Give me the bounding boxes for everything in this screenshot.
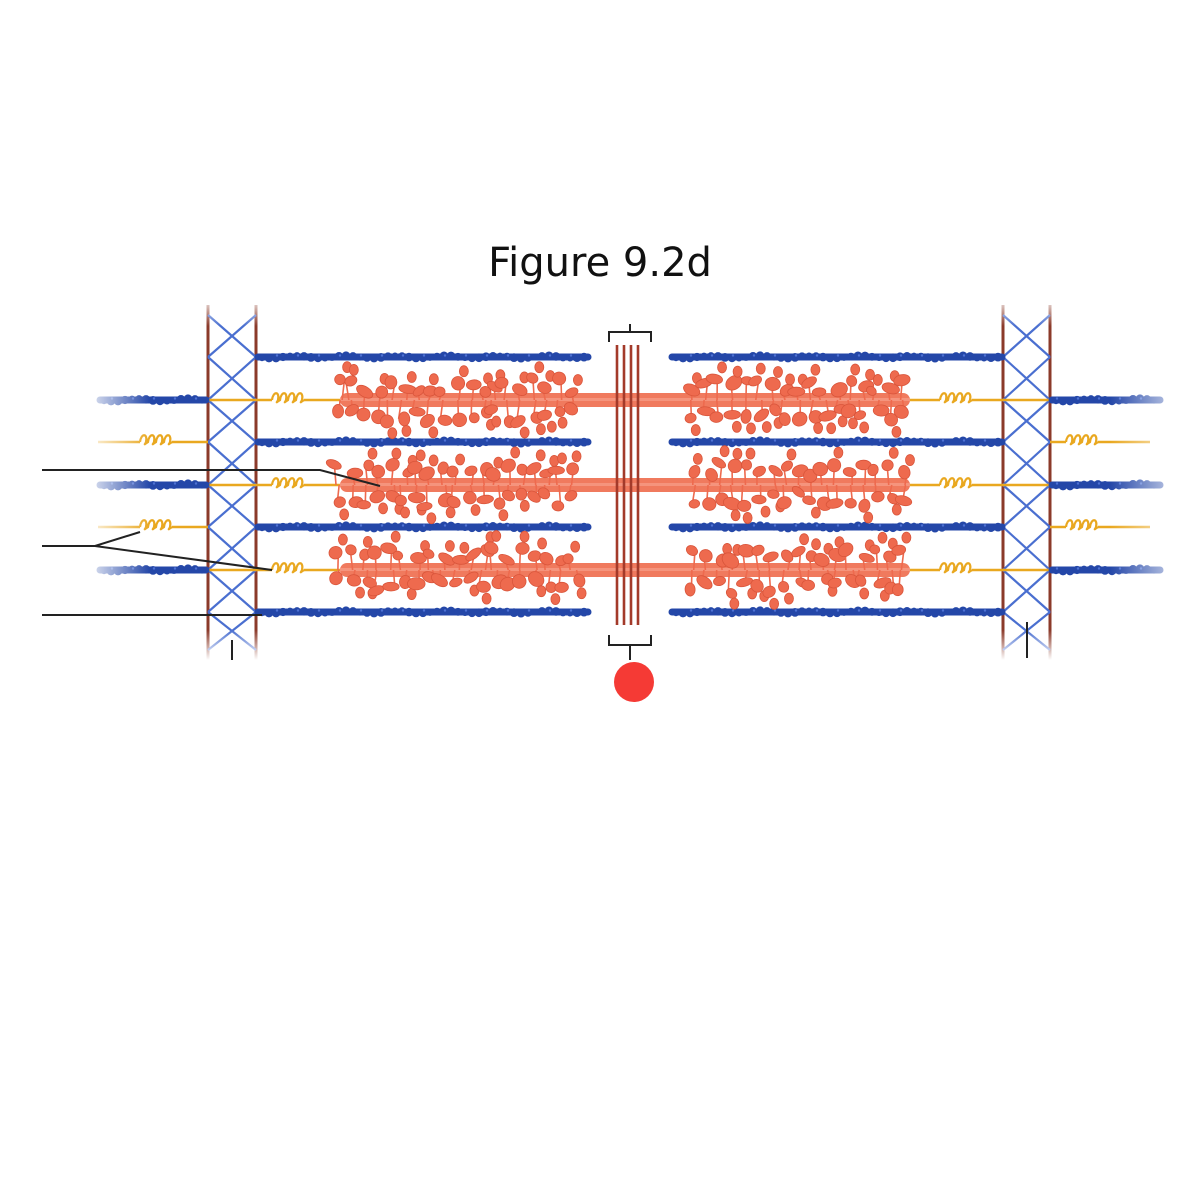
z-disc (1001, 305, 1052, 660)
thick-filament (325, 445, 915, 525)
titin-group (98, 392, 1150, 574)
thick-filament (328, 530, 912, 610)
titin (905, 562, 1050, 574)
thick-filament-group (325, 361, 915, 610)
thin-filament (254, 351, 592, 363)
edge-fade (80, 296, 1200, 660)
leader-line-group (42, 469, 1028, 660)
thin-filament (668, 606, 1006, 618)
thin-filament-group (96, 351, 1164, 618)
m-line-group (608, 324, 652, 660)
thin-filament (254, 436, 592, 448)
thin-filament (668, 436, 1006, 448)
leader-line (42, 469, 381, 487)
leader-line (42, 531, 273, 571)
figure-title: Figure 9.2d (488, 240, 712, 286)
thick-filament (332, 361, 911, 440)
titin (208, 392, 345, 404)
z-disc (206, 305, 258, 660)
titin (905, 392, 1050, 404)
thin-filament (254, 521, 592, 533)
thin-filament (254, 606, 592, 618)
titin (905, 477, 1050, 489)
m-line (608, 324, 652, 660)
marker-dot[interactable] (614, 662, 654, 702)
thin-filament (668, 351, 1006, 363)
titin (208, 477, 345, 489)
thin-filament (668, 521, 1006, 533)
